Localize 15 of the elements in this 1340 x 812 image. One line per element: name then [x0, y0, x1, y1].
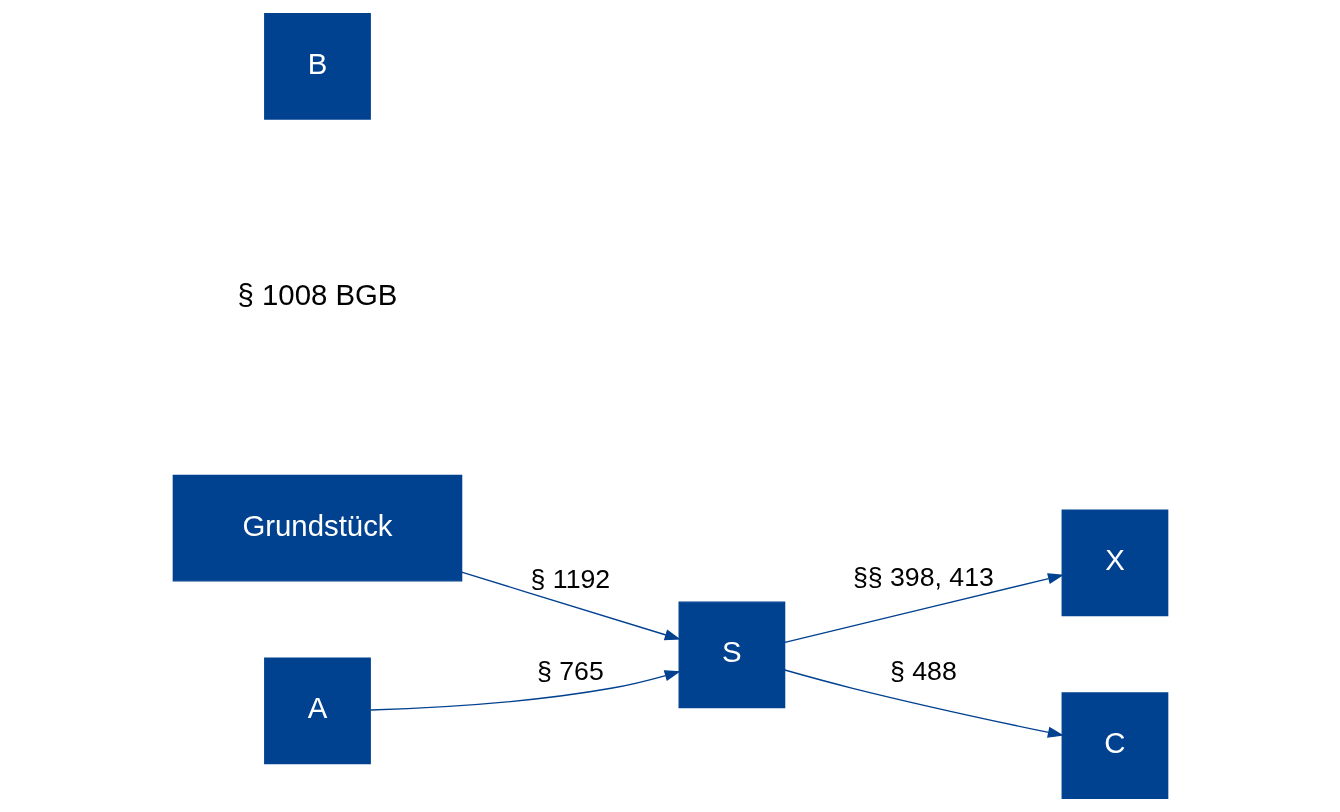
label: § 1008 BGB	[237, 277, 397, 311]
arrow	[369, 670, 681, 711]
edge-label: § 488	[889, 656, 957, 687]
arrow	[783, 669, 1064, 738]
node-box: A	[263, 657, 371, 765]
node-box: B	[263, 12, 371, 120]
node-box: Grundstück	[172, 474, 462, 582]
node-box: S	[678, 601, 785, 709]
edge-label: § 1192	[530, 564, 610, 595]
edge-label: §§ 398, 413	[852, 561, 994, 592]
node-box: C	[1061, 692, 1168, 800]
edge-label: § 765	[536, 656, 604, 687]
node-box: X	[1061, 509, 1168, 617]
arrow	[460, 571, 681, 641]
arrow	[783, 573, 1064, 644]
